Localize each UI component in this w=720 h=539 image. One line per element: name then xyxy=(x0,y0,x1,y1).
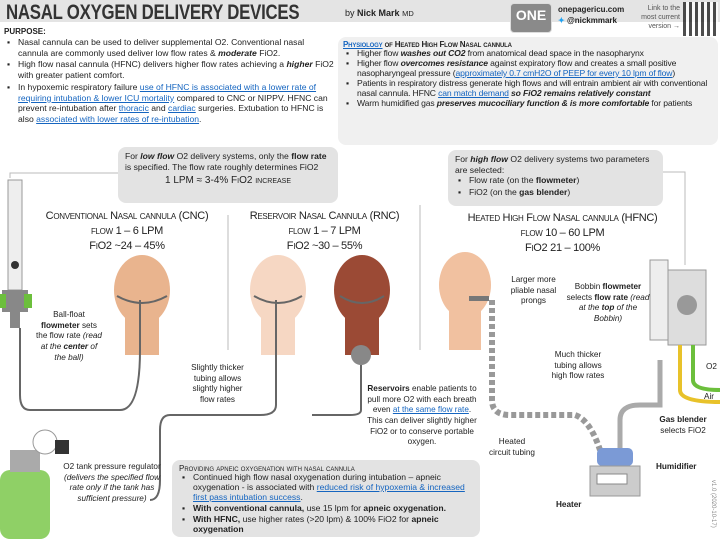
rnc-dark-head-icon xyxy=(334,255,390,365)
thicker-tubing-label: Slightly thicker tubing allows slightly … xyxy=(191,363,244,404)
site-info: onepagericu.com ✦ @nickmmark xyxy=(558,4,624,26)
one-page-icu-logo[interactable]: ONE xyxy=(510,3,552,33)
reintubation-link[interactable]: associated with lower rates of re-intuba… xyxy=(36,114,200,125)
version-label: v1.0 (2020-10-17) xyxy=(710,480,716,528)
apneic-item: With conventional cannula, use 15 lpm fo… xyxy=(179,503,473,514)
thoracic-link[interactable]: thoracic xyxy=(118,103,149,114)
physiology-item: Higher flow overcomes resistance against… xyxy=(343,58,713,79)
physiology-heading: of Heated High Flow Nasal cannula xyxy=(382,40,512,49)
apneic-heading: Providing apneic oxygenation with nasal … xyxy=(179,464,355,473)
air-line xyxy=(678,345,720,404)
same-flow-rate-link[interactable]: at the same flow rate xyxy=(392,405,469,415)
site-link[interactable]: onepagericu.com xyxy=(558,5,625,14)
much-thicker-label: Much thicker tubing allows high flow rat… xyxy=(551,350,605,381)
bobbin-label: Bobbin flowmeter selects flow rate (read… xyxy=(566,282,650,323)
hfnc-heading: Heated High Flow Nasal cannula (HFNC)flo… xyxy=(467,212,658,254)
apneic-oxygenation-box: Providing apneic oxygenation with nasal … xyxy=(172,460,480,537)
cnc-heading: Conventional Nasal cannula (CNC)flow 1 –… xyxy=(45,210,209,252)
o2-line xyxy=(691,345,720,392)
rnc-pale-head-icon xyxy=(250,255,306,355)
reservoirs-label: Reservoirs enable patients to pull more … xyxy=(367,384,477,447)
qr-code-icon[interactable] xyxy=(683,2,718,36)
high-flow-tubing xyxy=(617,360,663,450)
hfnc-head-icon xyxy=(439,252,491,350)
low-flow-box: For low flow O2 delivery systems, only t… xyxy=(118,147,338,203)
nasal-cannula-tubing xyxy=(19,295,385,501)
divider-lines xyxy=(9,171,686,350)
credential: MD xyxy=(402,9,414,18)
lpm-rule: 1 LPM ≈ 3-4% FiO2 increase xyxy=(164,175,292,187)
apneic-item: Continued high flow nasal oxygenation du… xyxy=(179,472,473,503)
ball-float-flowmeter-icon xyxy=(0,179,32,328)
heater-label: Heater xyxy=(556,500,582,509)
physiology-box: Physiology of Heated High Flow Nasal can… xyxy=(338,37,718,145)
hypoxemia-link[interactable]: reduced risk of hypoxemia & increased fi… xyxy=(193,482,465,502)
o2-tank-icon xyxy=(0,429,69,539)
byline: by Nick Mark MD xyxy=(345,8,414,19)
physiology-item: Warm humidified gas preserves mucociliar… xyxy=(343,98,713,109)
cnc-head-icon xyxy=(114,255,170,355)
physiology-item: Higher flow washes out CO2 from anatomic… xyxy=(343,48,713,59)
high-flow-item: FiO2 (on the gas blender) xyxy=(455,187,656,198)
apneic-item: With HFNC, use higher rates (>20 lpm) & … xyxy=(179,514,473,535)
low-flow-text: For low flow O2 delivery systems, only t… xyxy=(125,151,327,172)
physiology-item: Patients in respiratory distress generat… xyxy=(343,78,713,99)
air-label: Air xyxy=(704,392,715,401)
author: Nick Mark xyxy=(357,8,400,18)
page-title: NASAL OXYGEN DELIVERY DEVICES xyxy=(6,1,300,24)
high-flow-box: For high flow O2 delivery systems two pa… xyxy=(448,150,663,206)
hfnc-mortality-link[interactable]: use of HFNC is associated with a lower r… xyxy=(18,81,317,103)
bobbin-flowmeter-and-blender-icon xyxy=(649,259,707,346)
purpose-item: Nasal cannula can be used to deliver sup… xyxy=(4,37,334,58)
link-note: Link to the most current version → xyxy=(641,5,680,31)
purpose-section: PURPOSE: Nasal cannula can be used to de… xyxy=(4,27,334,126)
twitter-handle[interactable]: @nickmmark xyxy=(566,16,617,26)
by-label: by xyxy=(345,8,355,18)
heated-tubing-label: Heated circuit tubing xyxy=(489,437,535,457)
high-flow-item: Flow rate (on the flowmeter) xyxy=(455,175,656,186)
humidifier-heater-icon xyxy=(589,448,641,497)
heated-circuit-tubing xyxy=(489,300,603,451)
o2-label: O2 xyxy=(706,362,717,371)
match-demand-link[interactable]: can match demand xyxy=(438,87,509,98)
peep-link[interactable]: approximately 0.7 cmH2O of PEEP for ever… xyxy=(455,67,673,78)
purpose-item: In hypoxemic respiratory failure use of … xyxy=(4,82,334,125)
ballfloat-label: Ball-float flowmeter sets the flow rate … xyxy=(36,310,102,362)
regulator-label: O2 tank pressure regulator(delivers the … xyxy=(63,462,161,503)
cardiac-link[interactable]: cardiac xyxy=(168,103,196,114)
rnc-heading: Reservoir Nasal Cannula (RNC)flow 1 – 7 … xyxy=(249,210,400,252)
prongs-label: Larger more pliable nasal prongs xyxy=(510,275,557,306)
humidifier-label: Humidifier xyxy=(656,462,697,471)
physiology-link[interactable]: Physiology xyxy=(343,40,383,49)
purpose-item: High flow nasal cannula (HFNC) delivers … xyxy=(4,59,334,80)
twitter-icon: ✦ xyxy=(558,16,565,26)
purpose-heading: PURPOSE: xyxy=(4,27,46,36)
